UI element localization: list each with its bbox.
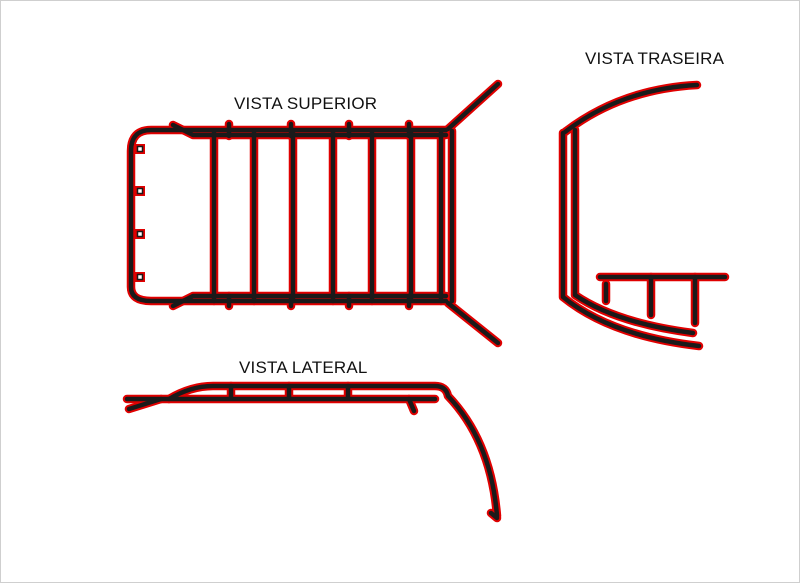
side-view-drawing (127, 386, 497, 518)
side-view-label: VISTA LATERAL (239, 358, 368, 377)
mounting-holes (135, 144, 145, 282)
rear-view-label: VISTA TRASEIRA (585, 49, 725, 68)
top-view-drawing (131, 84, 498, 343)
top-view-label: VISTA SUPERIOR (234, 94, 378, 113)
rear-view-drawing (563, 85, 725, 346)
